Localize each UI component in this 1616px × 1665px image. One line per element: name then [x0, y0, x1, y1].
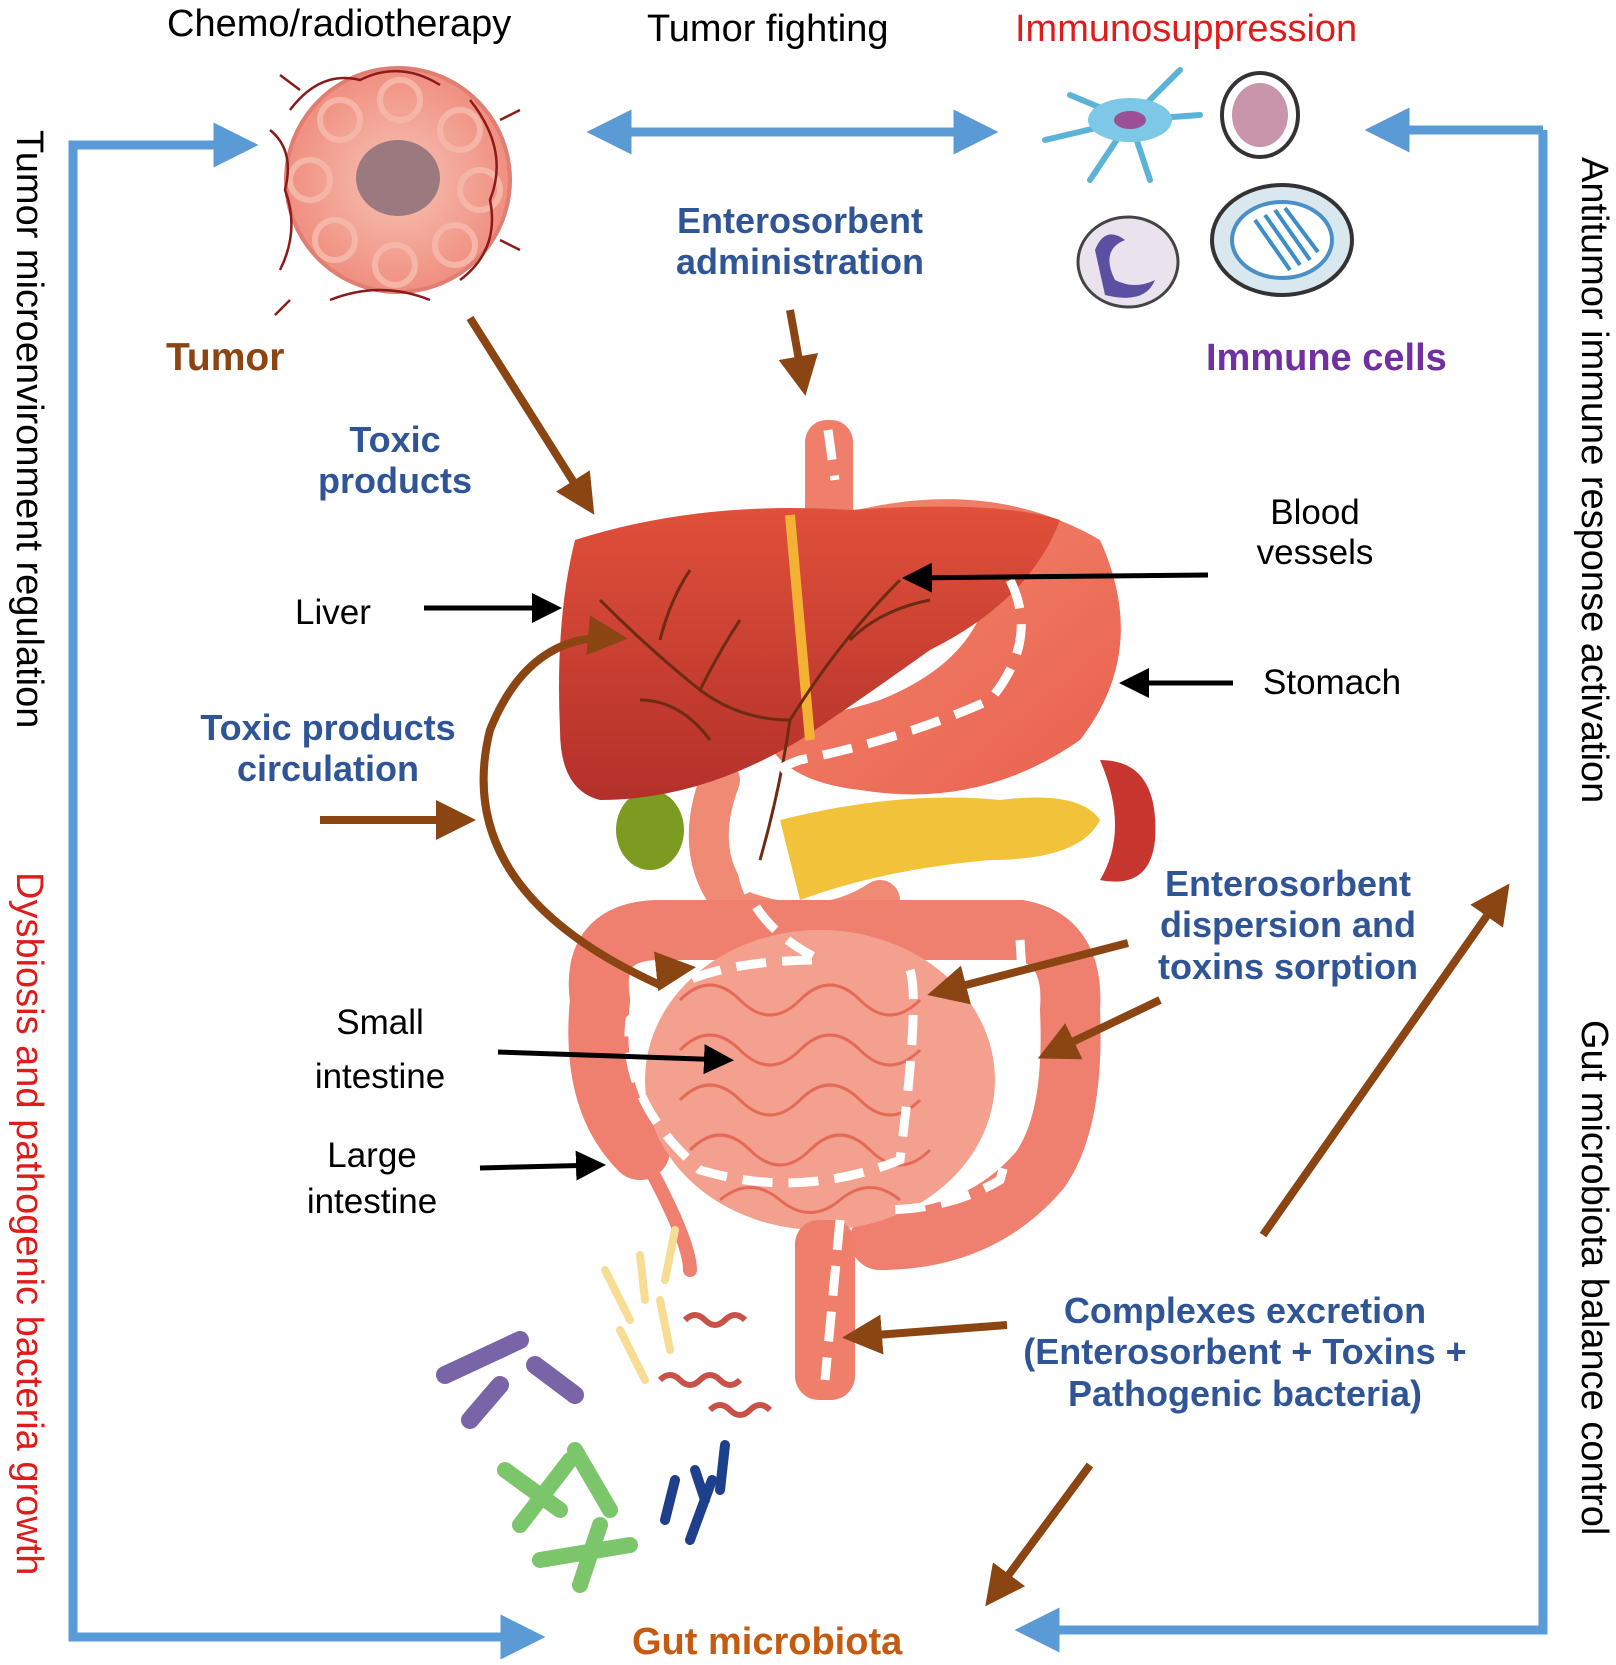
tumor-to-liver-arrow — [466, 315, 595, 515]
tumor-label: Tumor — [166, 336, 285, 379]
complexes-excretion-label: Complexes excretion (Enterosorbent + Tox… — [1000, 1290, 1490, 1414]
excretion-line-1: Complexes excretion — [1063, 1290, 1427, 1331]
feedback-frame — [68, 107, 1548, 1660]
excretion-line-2: (Enterosorbent + Toxins + — [1023, 1331, 1467, 1373]
blood-vessels-label: Blood vessels — [1240, 493, 1390, 574]
side-label-left-bottom: Dysbiosis and pathogenic bacteria growth — [8, 872, 50, 1576]
dispersion-line-1: Enterosorbent — [1164, 863, 1412, 904]
immune-cells-icon — [1042, 67, 1354, 309]
dispersion-arrow-2 — [1037, 996, 1162, 1060]
to-gut-microbiota-arrow — [985, 1462, 1094, 1607]
small-intestine-label: Small intestine — [300, 996, 460, 1105]
immune-cells-label: Immune cells — [1206, 337, 1447, 379]
brown-arrows — [320, 309, 1510, 1607]
enterosorbent-admin-arrow — [778, 309, 819, 396]
small-intestine-pointer — [497, 1044, 734, 1075]
enterosorbent-admin-label: Enterosorbent administration — [660, 200, 940, 283]
side-label-right-top: Antitumor immune response activation — [1573, 157, 1615, 804]
gut-microbiota-label: Gut microbiota — [632, 1621, 903, 1663]
small-intestine-line-1: Small — [336, 1003, 424, 1042]
digestive-system-icon — [559, 420, 1156, 1400]
blood-vessels-line-2: vessels — [1256, 533, 1374, 573]
dispersion-line-2: dispersion and — [1159, 904, 1417, 946]
bacteria-icon — [436, 1226, 773, 1593]
excretion-arrow — [842, 1314, 1008, 1355]
side-label-right-bottom: Gut microbiota balance control — [1573, 1020, 1615, 1536]
large-intestine-label: Large intestine — [292, 1133, 452, 1224]
to-immune-activation-arrow — [1259, 883, 1510, 1238]
toxic-circulation-line-2: circulation — [236, 748, 420, 790]
toxic-circulation-line-1: Toxic products — [200, 707, 456, 748]
enterosorbent-dispersion-label: Enterosorbent dispersion and toxins sorp… — [1148, 863, 1428, 987]
side-label-left-top: Tumor microenvironment regulation — [8, 130, 50, 729]
stomach-label: Stomach — [1263, 663, 1402, 702]
dispersion-arrow-1 — [927, 939, 1130, 1005]
blood-vessels-line-1: Blood — [1270, 493, 1360, 532]
toxic-products-line-2: products — [317, 460, 472, 502]
toxic-circulation-label: Toxic products circulation — [190, 707, 466, 790]
blood-vessels-pointer — [902, 562, 1209, 593]
toxic-products-line-1: Toxic — [349, 419, 441, 460]
large-intestine-line-2: intestine — [306, 1181, 438, 1221]
excretion-line-3: Pathogenic bacteria) — [1067, 1372, 1423, 1414]
circulation-loop-arrow — [479, 615, 662, 989]
immunosuppression-label: Immunosuppression — [1015, 8, 1358, 50]
black-arrows — [424, 562, 1233, 1181]
dispersion-line-3: toxins sorption — [1158, 945, 1418, 987]
liver-label: Liver — [295, 593, 371, 632]
tumor-fighting-label: Tumor fighting — [647, 8, 889, 50]
small-intestine-line-2: intestine — [314, 1057, 446, 1097]
toxic-products-label: Toxic products — [305, 419, 485, 502]
chemo-label: Chemo/radiotherapy — [167, 3, 512, 45]
large-intestine-line-1: Large — [327, 1136, 417, 1175]
enterosorbent-admin-line-1: Enterosorbent — [676, 200, 924, 241]
tumor-cell-icon — [269, 66, 521, 316]
large-intestine-pointer — [479, 1150, 606, 1181]
enterosorbent-admin-line-2: administration — [675, 241, 925, 283]
